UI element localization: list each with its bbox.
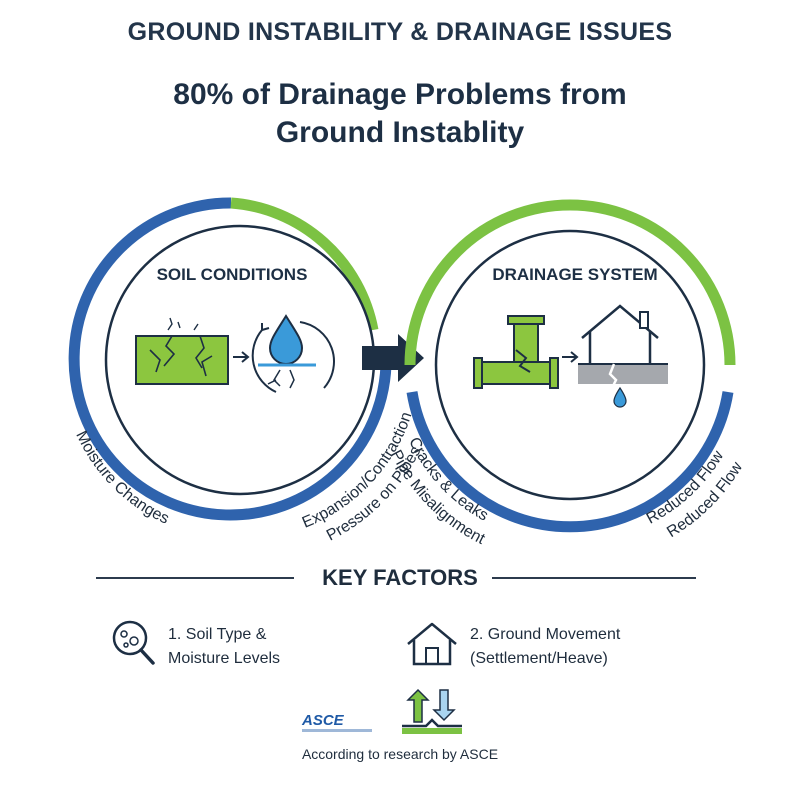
source-citation: According to research by ASCE xyxy=(301,746,499,762)
key-factors-divider-left xyxy=(96,577,294,579)
house-foundation-icon xyxy=(578,304,668,408)
right-inner-ring xyxy=(434,229,706,501)
settlement-heave-icon xyxy=(402,688,462,734)
factor-ground-movement: 2. Ground Movement (Settlement/Heave) xyxy=(470,623,620,671)
factor-2-line-1: 2. Ground Movement xyxy=(470,626,621,643)
key-factors-divider-right xyxy=(492,577,696,579)
right-ring-blue xyxy=(406,391,734,533)
left-inner-arrow xyxy=(233,351,250,363)
right-ring-green xyxy=(404,199,736,366)
left-ring-green xyxy=(230,197,379,332)
headline-line-2: Ground Instablity xyxy=(275,116,525,149)
right-inner-arrow xyxy=(562,351,579,363)
label-pressure-on-pipes: Pressure on Pipes xyxy=(324,444,425,545)
asce-logo-tagline-bar xyxy=(302,729,372,732)
left-circle-title: SOIL CONDITIONS xyxy=(157,265,308,284)
cracked-soil-icon xyxy=(135,317,229,385)
right-circle-title: DRAINAGE SYSTEM xyxy=(492,265,657,284)
water-drop-icon xyxy=(251,314,335,393)
factor-soil-type: 1. Soil Type & Moisture Levels xyxy=(168,623,280,671)
factor-2-line-2: (Settlement/Heave) xyxy=(470,650,608,667)
soil-conditions-circle: SOIL CONDITIONS xyxy=(68,197,392,521)
key-factors-title: KEY FACTORS xyxy=(322,565,478,590)
left-ring-blue xyxy=(68,197,392,521)
soil-magnifier-icon xyxy=(112,620,155,665)
broken-pipe-icon xyxy=(473,315,559,389)
house-icon xyxy=(407,622,457,666)
drainage-system-circle: DRAINAGE SYSTEM xyxy=(404,199,736,533)
headline: 80% of Drainage Problems from Ground Ins… xyxy=(0,76,800,152)
factor-1-line-2: Moisture Levels xyxy=(168,650,281,667)
page-title: GROUND INSTABILITY & DRAINAGE ISSUES xyxy=(127,18,673,46)
headline-line-1: 80% of Drainage Problems from xyxy=(173,78,627,111)
factor-1-line-1: 1. Soil Type & xyxy=(168,626,267,643)
asce-logo: ASCE xyxy=(302,712,344,729)
